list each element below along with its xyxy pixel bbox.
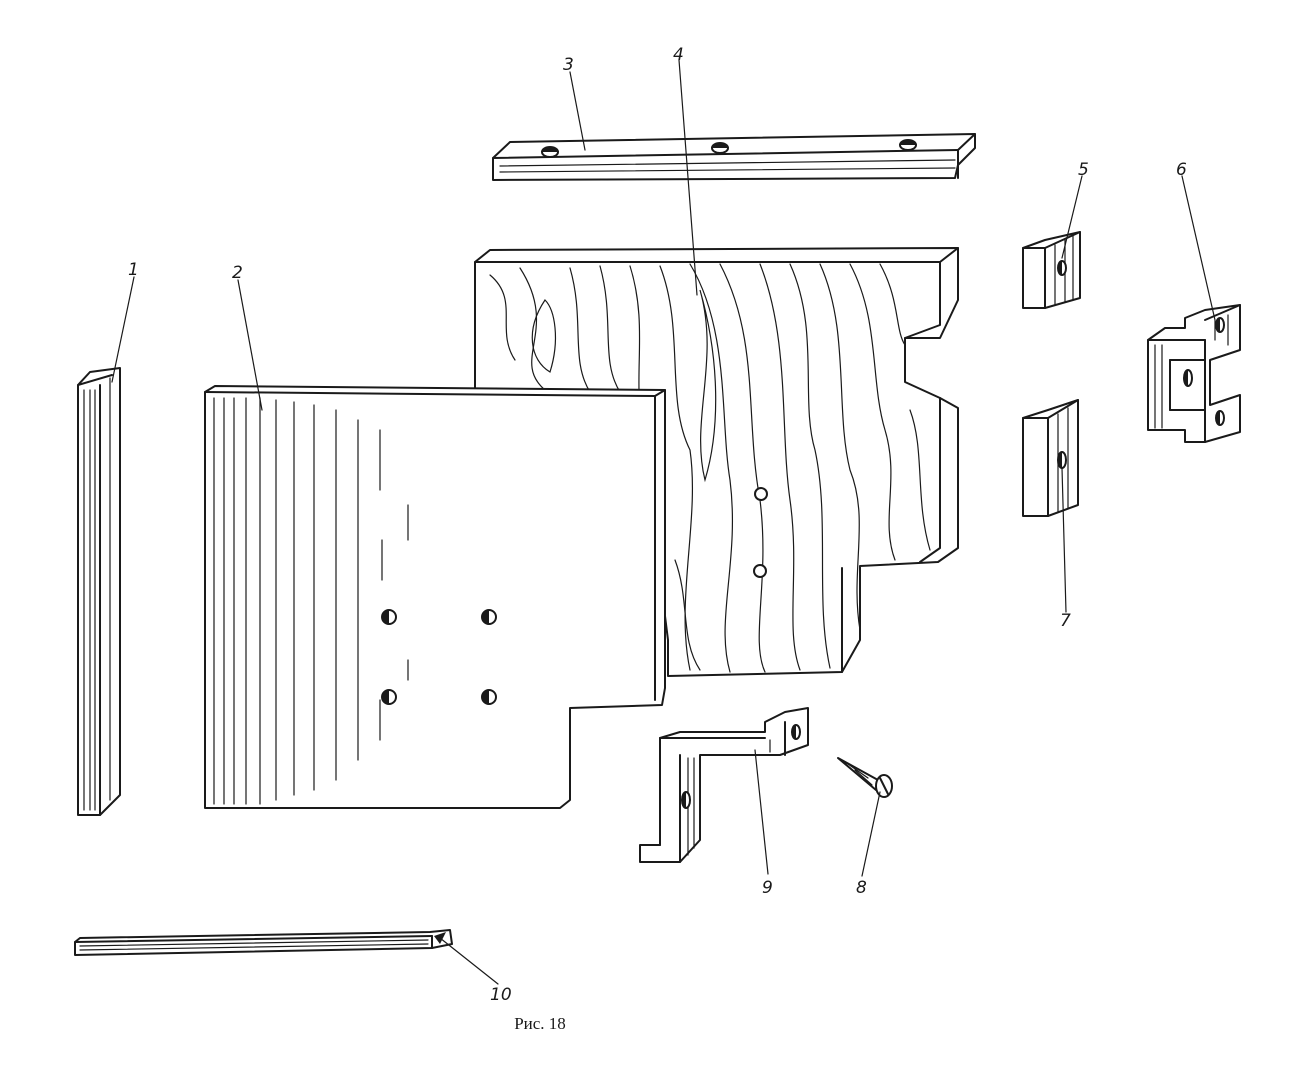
part-1-vertical-strip bbox=[77, 367, 121, 816]
part-10-horizontal-strip bbox=[74, 929, 453, 956]
label-10: 10 bbox=[490, 985, 512, 1005]
part-8-screw bbox=[837, 757, 893, 798]
label-2: 2 bbox=[232, 263, 243, 283]
part-6-bracket bbox=[1147, 304, 1241, 443]
label-8: 8 bbox=[856, 878, 867, 898]
part-7-small-block bbox=[1022, 399, 1079, 517]
leader-lines bbox=[111, 59, 1216, 985]
part-5-small-block bbox=[1022, 231, 1081, 309]
label-9: 9 bbox=[762, 878, 773, 898]
label-5: 5 bbox=[1078, 160, 1089, 180]
label-1: 1 bbox=[128, 260, 139, 280]
figure-caption: Рис. 18 bbox=[514, 1014, 566, 1033]
label-3: 3 bbox=[563, 55, 574, 75]
label-4: 4 bbox=[673, 45, 684, 65]
label-7: 7 bbox=[1060, 611, 1071, 631]
part-9-z-bracket bbox=[639, 707, 809, 863]
part-2-board bbox=[204, 385, 666, 809]
label-6: 6 bbox=[1176, 160, 1187, 180]
part-3-top-bar bbox=[492, 133, 976, 181]
